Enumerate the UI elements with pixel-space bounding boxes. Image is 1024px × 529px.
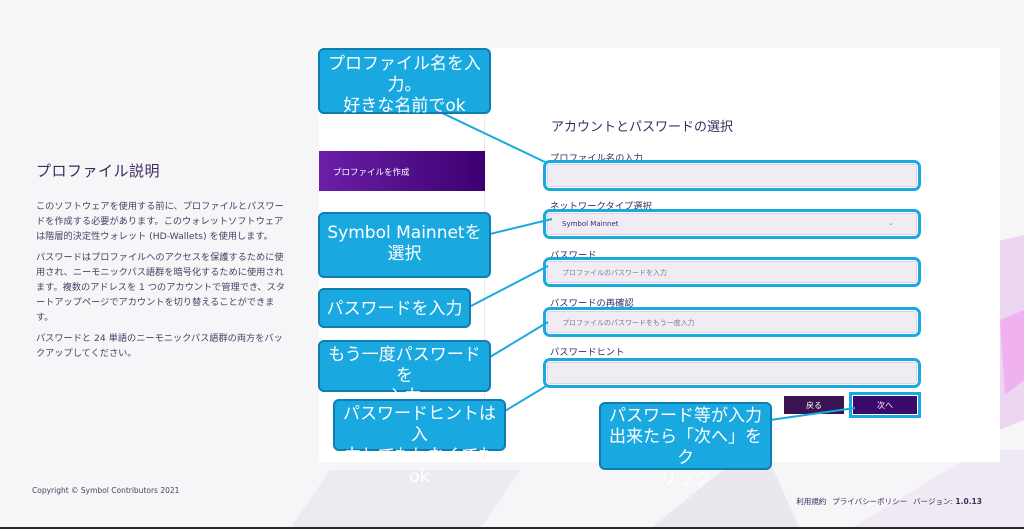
callout-network: Symbol Mainnetを選択 xyxy=(318,212,491,278)
network-type-label: ネットワークタイプ選択 xyxy=(550,201,652,212)
footer-links: 利用規約 プライバシーポリシー バージョン: 1.0.13 xyxy=(796,496,982,507)
info-paragraph: パスワードはプロファイルへのアクセスを保護するために使用され、ニーモニックパス語… xyxy=(36,252,285,323)
password-input[interactable]: プロファイルのパスワードを入力 xyxy=(543,257,921,287)
password-hint-label: パスワードヒント xyxy=(550,347,625,358)
password-hint-input[interactable] xyxy=(543,358,921,388)
info-paragraph: パスワードと 24 単語のニーモニックパス語群の両方をバックアップしてください。 xyxy=(36,333,283,359)
page-bottom-border xyxy=(0,527,1024,529)
next-button[interactable]: 次へ xyxy=(849,392,921,418)
profile-name-input[interactable] xyxy=(543,160,921,191)
network-type-select[interactable]: Symbol Mainnet ⌄ xyxy=(543,209,921,239)
network-type-value: Symbol Mainnet xyxy=(562,220,619,228)
copyright: Copyright © Symbol Contributors 2021 xyxy=(32,486,180,495)
back-button[interactable]: 戻る xyxy=(784,396,844,414)
privacy-link[interactable]: プライバシーポリシー xyxy=(832,497,908,506)
version-number: 1.0.13 xyxy=(955,497,982,506)
callout-next: パスワード等が入力出来たら「次へ」をクリック xyxy=(599,402,772,489)
profile-info-panel: プロファイル説明 このソフトウェアを使用する前に、プロファイルとパスワードを作成… xyxy=(36,160,286,367)
password-confirm-label: パスワードの再確認 xyxy=(550,298,634,309)
form-title: アカウントとパスワードの選択 xyxy=(551,120,734,135)
info-paragraph: このソフトウェアを使用する前に、プロファイルとパスワードを作成する必要があります… xyxy=(36,201,284,242)
chevron-down-icon: ⌄ xyxy=(888,219,894,227)
version-label: バージョン: 1.0.13 xyxy=(913,497,982,506)
callout-password: パスワードを入力 xyxy=(318,288,471,328)
password-label: パスワード xyxy=(550,250,597,261)
sidebar-item-create-profile[interactable]: プロファイルを作成 xyxy=(319,151,485,191)
profile-name-label: プロファイル名の入力 xyxy=(550,153,643,164)
callout-password-confirm: もう一度パスワードを入力 xyxy=(318,340,491,407)
info-title: プロファイル説明 xyxy=(36,162,161,180)
password-confirm-input[interactable]: プロファイルのパスワードをもう一度入力 xyxy=(543,307,921,337)
callout-hint: パスワードヒントは入力してもしなくてもok xyxy=(333,399,506,487)
callout-profile-name: プロファイル名を入力。好きな名前でok xyxy=(318,48,491,116)
terms-link[interactable]: 利用規約 xyxy=(796,497,827,506)
